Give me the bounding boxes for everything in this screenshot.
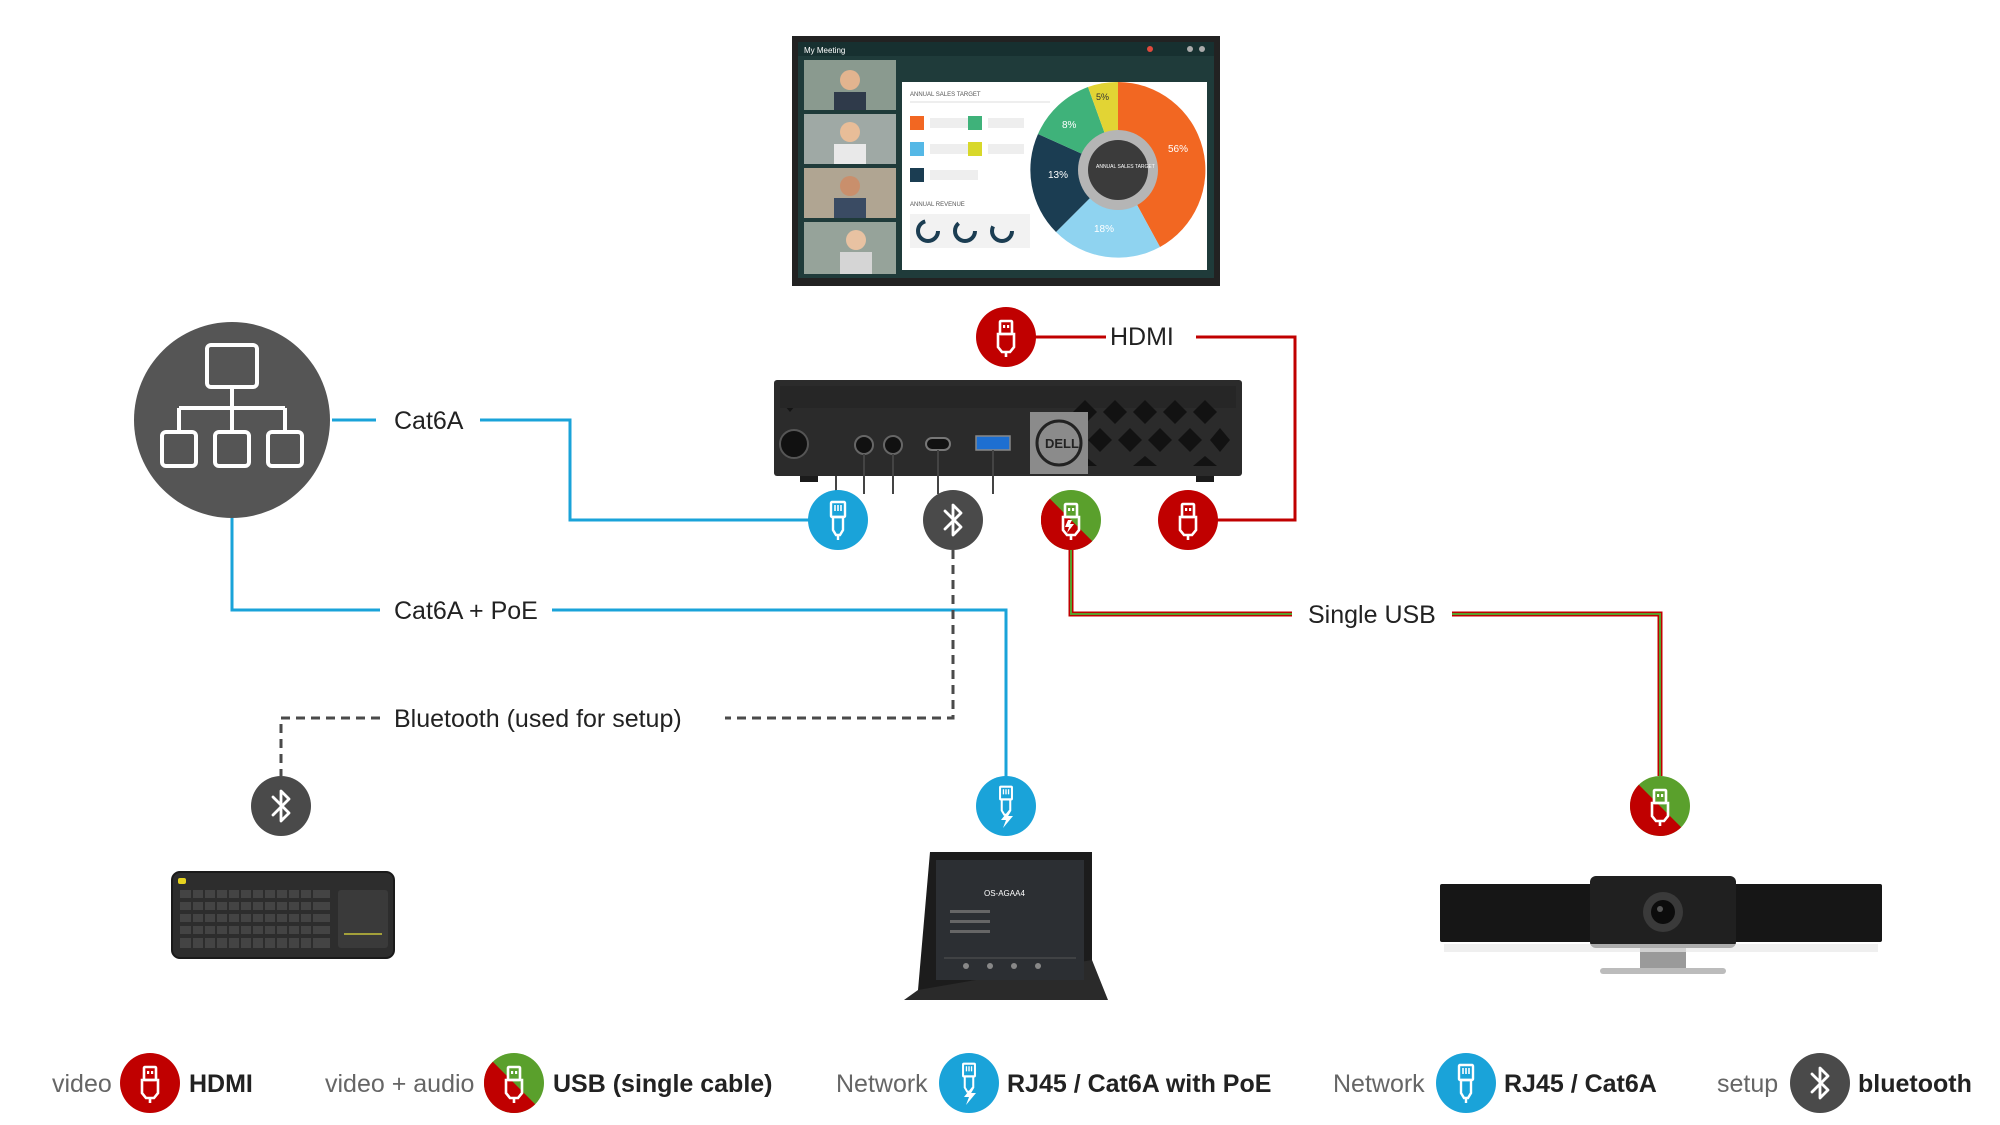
legend-label: RJ45 / Cat6A with PoE — [1007, 1070, 1271, 1098]
bluetooth-link — [279, 550, 955, 776]
rj45-poe-plug-icon — [939, 1053, 999, 1113]
hdmi-plug-icon — [1158, 490, 1218, 550]
legend: video HDMI video + audio USB (single cab… — [52, 1053, 1972, 1113]
pct-13: 13% — [1048, 170, 1068, 181]
bluetooth-setup-label: Bluetooth (used for setup) — [394, 705, 682, 733]
legend-prefix: video + audio — [325, 1070, 474, 1098]
legend-item-rj45-poe: Network RJ45 / Cat6A with PoE — [836, 1053, 1271, 1113]
cat6a-poe-label: Cat6A + PoE — [394, 597, 538, 625]
legend-prefix: video — [52, 1070, 112, 1098]
legend-label: bluetooth — [1858, 1070, 1972, 1098]
network-topology-icon — [160, 343, 304, 468]
hdmi-label: HDMI — [1110, 323, 1174, 351]
annual-sales-heading: ANNUAL SALES TARGET — [910, 92, 981, 98]
legend-prefix: setup — [1717, 1070, 1778, 1098]
wireless-keyboard — [171, 871, 395, 959]
legend-label: USB (single cable) — [553, 1070, 773, 1098]
legend-prefix: Network — [1333, 1070, 1425, 1098]
keyboard-keys — [180, 890, 330, 948]
rj45-plug-icon — [1436, 1053, 1496, 1113]
dell-logo-icon — [1035, 419, 1083, 467]
meeting-title: My Meeting — [804, 46, 845, 55]
sales-donut-chart: ANNUAL SALES TARGET 56% 18% 13% 8% 5% — [1030, 81, 1206, 258]
cat6a-cable — [332, 418, 810, 522]
legend-item-usb: video + audio USB (single cable) — [325, 1053, 773, 1113]
usb-c-port — [925, 437, 951, 451]
rj45-plug-icon — [808, 490, 868, 550]
bluetooth-icon — [923, 490, 983, 550]
donut-center-label: ANNUAL SALES TARGET — [1096, 164, 1155, 170]
hdmi-cable — [1032, 335, 1297, 522]
hdmi-plug-icon — [976, 307, 1036, 367]
usb-a-port — [975, 435, 1011, 451]
rj45-poe-plug-icon — [976, 776, 1036, 836]
touch-controller: OS-AGAA4 — [904, 852, 1108, 1000]
pct-56: 56% — [1168, 144, 1188, 155]
single-usb-label: Single USB — [1308, 601, 1436, 629]
annual-revenue-heading: ANNUAL REVENUE — [910, 202, 965, 208]
legend-label: RJ45 / Cat6A — [1504, 1070, 1657, 1098]
hdmi-plug-icon — [120, 1053, 180, 1113]
tablet-room-name: OS-AGAA4 — [984, 889, 1025, 898]
bluetooth-icon — [251, 776, 311, 836]
cat6a-label: Cat6A — [394, 407, 464, 435]
mini-pc: DELL — [774, 380, 1242, 494]
video-soundbar — [1440, 876, 1882, 974]
cat6a-poe-cable — [230, 518, 1008, 780]
usb-plug-icon — [484, 1053, 544, 1113]
legend-prefix: Network — [836, 1070, 928, 1098]
legend-item-bluetooth: setup bluetooth — [1717, 1053, 1972, 1113]
legend-item-rj45: Network RJ45 / Cat6A — [1333, 1053, 1657, 1113]
single-usb-cable — [1068, 548, 1663, 776]
pct-18: 18% — [1094, 224, 1114, 235]
meeting-display: My Meeting ANNUAL SALES TARGET ANNUAL RE… — [792, 36, 1220, 286]
touchpad — [338, 890, 388, 948]
pct-5: 5% — [1096, 92, 1109, 102]
participant-tiles — [804, 60, 896, 274]
vent-pattern — [1073, 400, 1230, 466]
legend-label: HDMI — [189, 1070, 253, 1098]
usb-plug-icon — [1630, 776, 1690, 836]
pct-8: 8% — [1062, 120, 1077, 131]
bluetooth-icon — [1790, 1053, 1850, 1113]
usb-plug-icon — [1041, 490, 1101, 550]
svg-text:DELL: DELL — [1045, 436, 1079, 451]
legend-item-hdmi: video HDMI — [52, 1053, 253, 1113]
power-button — [779, 429, 809, 459]
network-hub — [134, 322, 330, 518]
